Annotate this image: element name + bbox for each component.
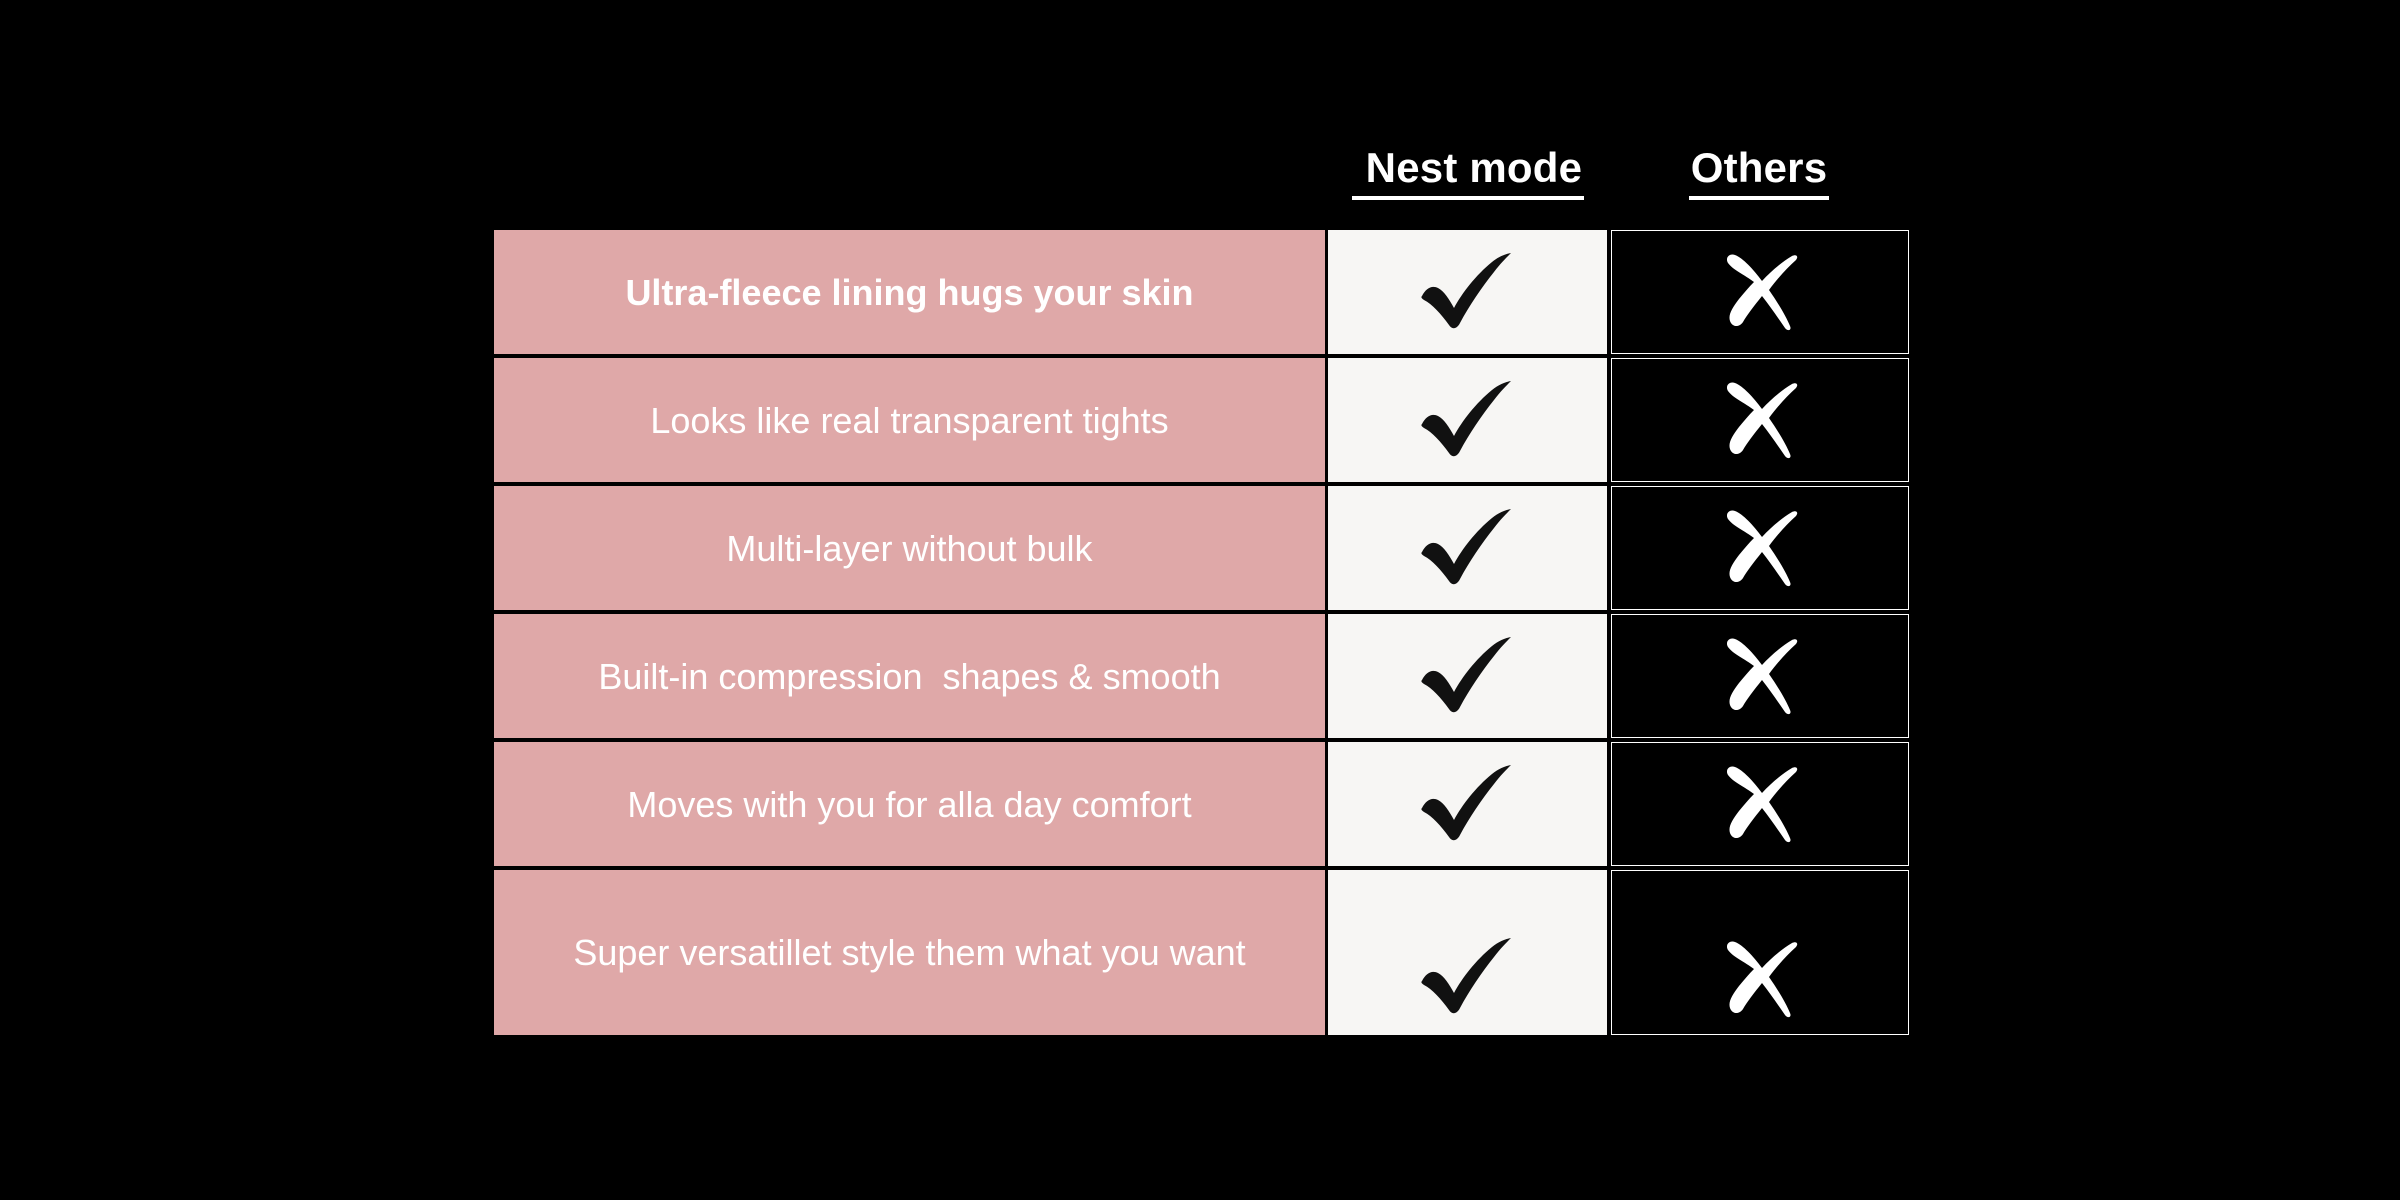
nest-mode-cell (1328, 358, 1607, 482)
feature-label: Multi-layer without bulk (494, 486, 1325, 610)
others-cell (1611, 486, 1909, 610)
table-row: Moves with you for alla day comfort (494, 742, 1909, 866)
cross-icon (1716, 251, 1804, 333)
others-cell (1611, 742, 1909, 866)
table-row: Looks like real transparent tights (494, 358, 1909, 482)
nest-mode-cell (1328, 486, 1607, 610)
cross-icon (1716, 635, 1804, 717)
cross-icon (1716, 507, 1804, 589)
others-cell (1611, 230, 1909, 354)
cross-icon (1716, 938, 1804, 1020)
column-header-others: Others (1609, 145, 1909, 200)
check-icon (1416, 764, 1520, 844)
others-cell (1611, 870, 1909, 1035)
table-row: Built-in compression shapes & smooth (494, 614, 1909, 738)
feature-comparison-table: Ultra-fleece lining hugs your skin Looks… (494, 230, 1909, 1035)
feature-label: Built-in compression shapes & smooth (494, 614, 1325, 738)
table-row: Super versatillet style them what you wa… (494, 870, 1909, 1035)
check-icon (1416, 937, 1520, 1017)
check-icon (1416, 380, 1520, 460)
cross-icon (1716, 763, 1804, 845)
check-icon (1416, 636, 1520, 716)
nest-mode-cell (1328, 742, 1607, 866)
column-header-others-label: Others (1688, 145, 1830, 200)
nest-mode-cell (1328, 870, 1607, 1035)
nest-mode-cell (1328, 614, 1607, 738)
table-row: Multi-layer without bulk (494, 486, 1909, 610)
others-cell (1611, 614, 1909, 738)
feature-label: Looks like real transparent tights (494, 358, 1325, 482)
cross-icon (1716, 379, 1804, 461)
check-icon (1416, 508, 1520, 588)
feature-label: Ultra-fleece lining hugs your skin (494, 230, 1325, 354)
column-header-nest-mode: Nest mode (1327, 145, 1609, 200)
others-cell (1611, 358, 1909, 482)
feature-label: Super versatillet style them what you wa… (494, 870, 1325, 1035)
column-header-nest-mode-label: Nest mode (1351, 145, 1585, 200)
table-row: Ultra-fleece lining hugs your skin (494, 230, 1909, 354)
table-column-headers: Nest mode Others (1327, 128, 1909, 200)
check-icon (1416, 252, 1520, 332)
feature-label: Moves with you for alla day comfort (494, 742, 1325, 866)
nest-mode-cell (1328, 230, 1607, 354)
